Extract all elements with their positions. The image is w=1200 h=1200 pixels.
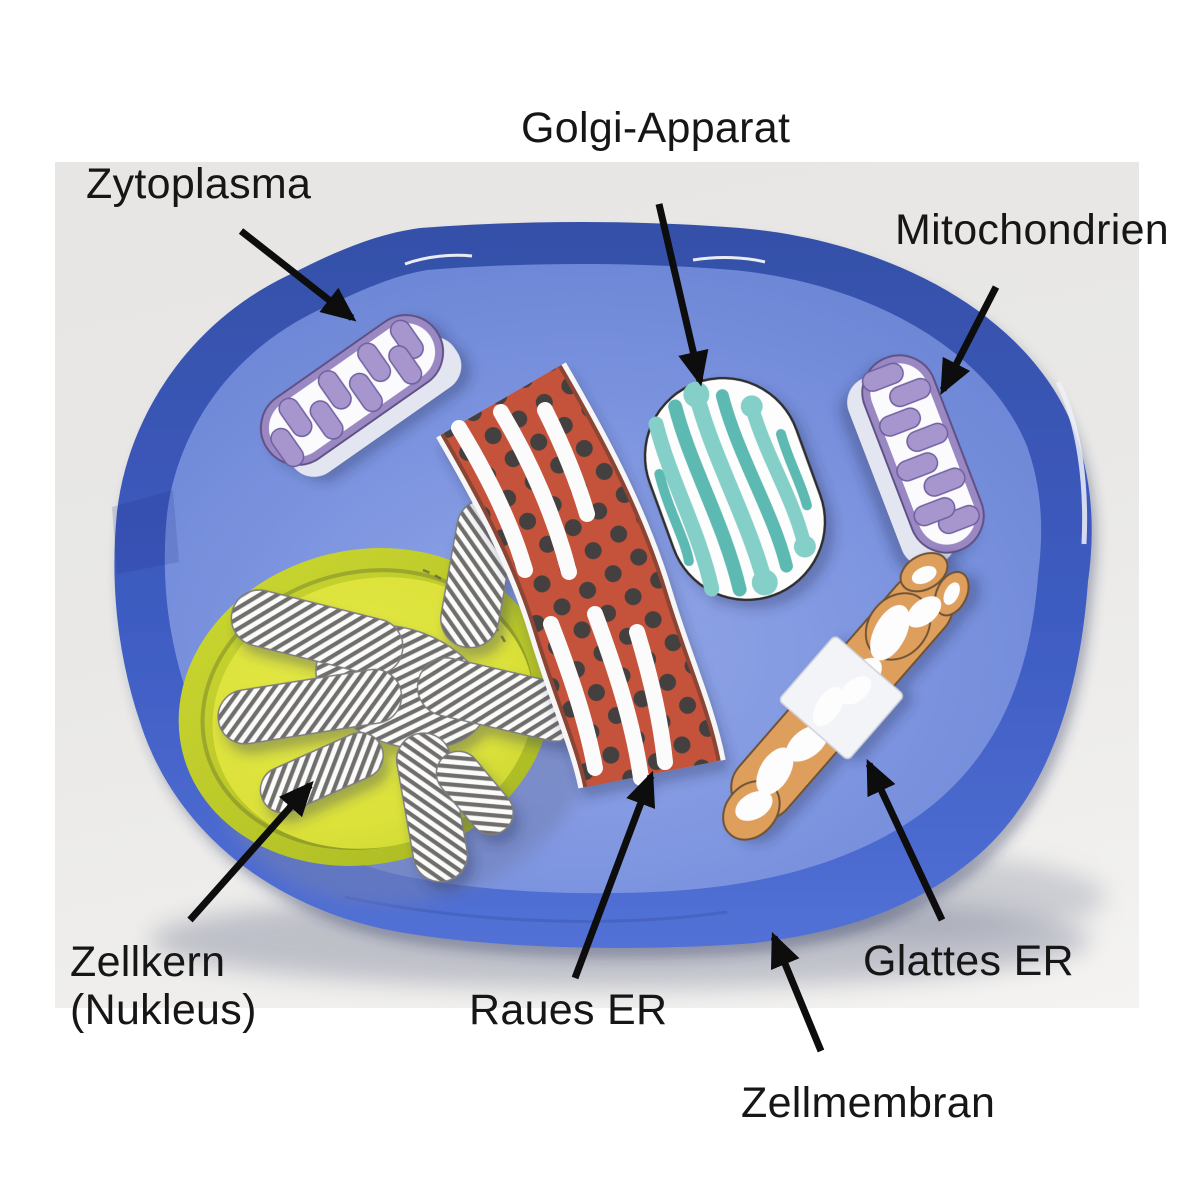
label-zellkern: Zellkern (Nukleus) — [70, 938, 257, 1034]
rough-er — [436, 362, 726, 790]
mitochondrion-right — [847, 354, 985, 567]
label-zellkern-line2: (Nukleus) — [70, 986, 257, 1034]
label-mitochondrien: Mitochondrien — [895, 206, 1169, 254]
golgi-apparatus — [643, 376, 827, 602]
label-raues-er: Raues ER — [469, 986, 668, 1034]
mitochondrion-cristae — [861, 362, 980, 535]
cell-photo — [55, 162, 1139, 1008]
mitochondrion-left — [259, 314, 462, 477]
label-zytoplasma: Zytoplasma — [86, 160, 312, 208]
label-zellmembran: Zellmembran — [741, 1079, 996, 1127]
smooth-er — [722, 551, 970, 841]
label-zellkern-line1: Zellkern — [70, 938, 226, 986]
label-golgi-apparat: Golgi-Apparat — [521, 104, 791, 152]
rough-er-cisternae — [451, 402, 673, 786]
mitochondrion-cristae — [270, 319, 424, 468]
label-glattes-er: Glattes ER — [863, 937, 1074, 985]
cell-model-graphic — [112, 222, 1105, 988]
golgi-cisternae — [648, 386, 812, 597]
membrane-seams — [112, 253, 1088, 923]
